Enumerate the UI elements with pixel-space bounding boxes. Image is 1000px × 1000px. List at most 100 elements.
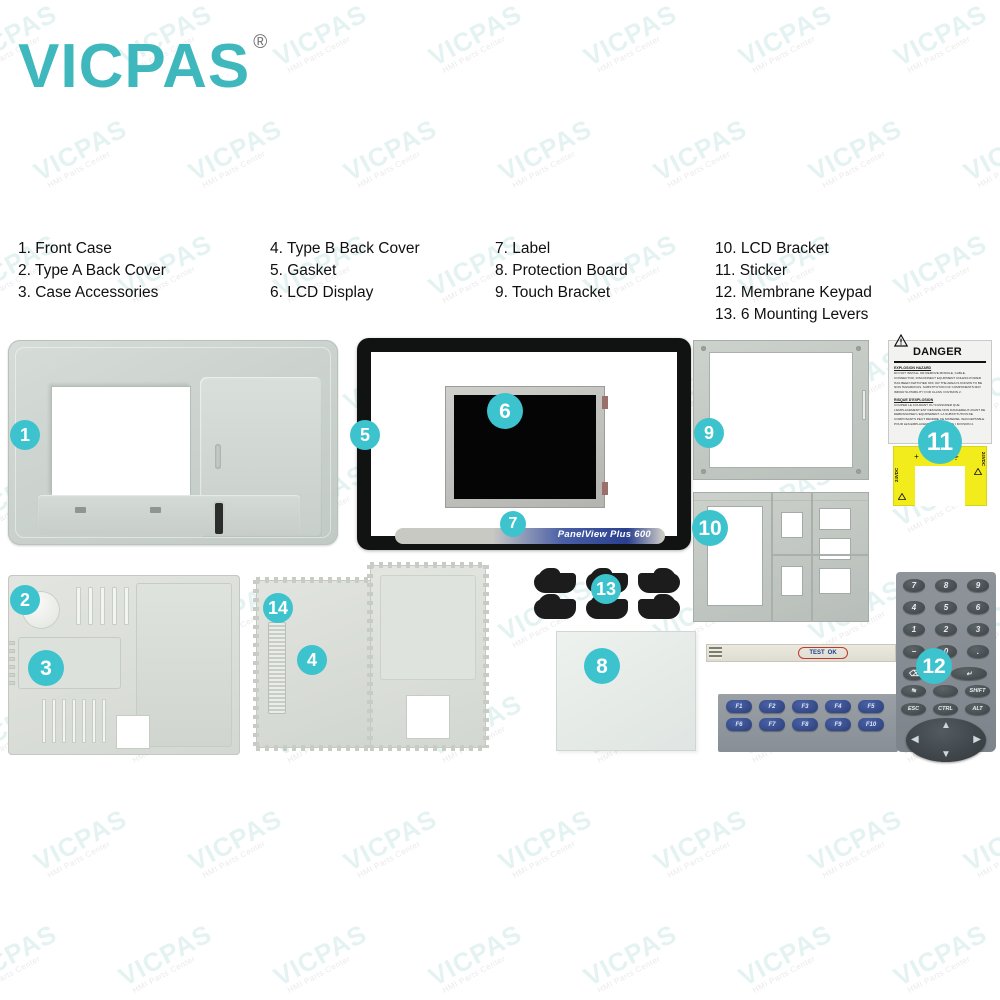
part-protection-board <box>556 631 696 751</box>
back-cover-a-right-panel <box>136 583 232 747</box>
arrow-left-icon[interactable]: ◀ <box>911 734 919 745</box>
key-8[interactable]: 8 <box>935 579 957 592</box>
badge-type-a-back-cover: 2 <box>10 585 40 615</box>
mounting-lever <box>638 599 680 619</box>
watermark-text: VICPAS <box>0 918 62 992</box>
back-cover-a-notch <box>8 681 15 685</box>
lcd-bracket-hole <box>819 538 851 560</box>
arrow-right-icon[interactable]: ▶ <box>973 734 981 745</box>
key-6[interactable]: 6 <box>967 601 989 614</box>
key-decimal[interactable]: . <box>967 645 989 658</box>
watermark-text: VICPAS <box>493 113 597 187</box>
watermark-subtext: HMI Parts Center <box>820 839 887 880</box>
key-3[interactable]: 3 <box>967 623 989 636</box>
key-blank[interactable] <box>933 685 958 697</box>
watermark-subtext: HMI Parts Center <box>510 839 577 880</box>
watermark-text: VICPAS <box>338 113 442 187</box>
back-cover-a-vent <box>102 699 106 743</box>
legend-item: 13. 6 Mounting Levers <box>715 306 869 323</box>
badge-lcd-display: 6 <box>487 393 523 429</box>
watermark-text: VICPAS <box>803 803 907 877</box>
key-f5[interactable]: F5 <box>858 700 884 713</box>
back-cover-b-cutout <box>406 695 450 739</box>
badge-membrane-keypad: 12 <box>916 648 952 684</box>
danger-sticker-heading-en: EXPLOSION HAZARD <box>894 366 932 370</box>
lcd-bracket-hole <box>781 512 803 538</box>
key-f9[interactable]: F9 <box>825 718 851 731</box>
back-cover-a-notch <box>8 649 15 653</box>
watermark-text: VICPAS <box>423 0 527 72</box>
key-f3[interactable]: F3 <box>792 700 818 713</box>
touch-bracket-screw <box>701 469 706 474</box>
legend-item: 10. LCD Bracket <box>715 240 829 257</box>
back-cover-a-vent <box>52 699 56 743</box>
arrow-down-icon[interactable]: ▼ <box>941 749 951 760</box>
legend-item: 11. Sticker <box>715 262 788 279</box>
watermark-text: VICPAS <box>28 803 132 877</box>
key-f10[interactable]: F10 <box>858 718 884 731</box>
lcd-bracket-hole <box>819 568 851 594</box>
watermark-subtext: HMI Parts Center <box>750 954 817 995</box>
key-alt[interactable]: ALT <box>965 703 990 715</box>
watermark-subtext: HMI Parts Center <box>905 954 972 995</box>
legend-item: 12. Membrane Keypad <box>715 284 872 301</box>
key-ctrl[interactable]: CTRL <box>933 703 958 715</box>
back-cover-b-teeth <box>256 745 372 751</box>
back-cover-a-cutout <box>116 715 150 749</box>
watermark-text: VICPAS <box>888 918 992 992</box>
key-9[interactable]: 9 <box>967 579 989 592</box>
key-f1[interactable]: F1 <box>726 700 752 713</box>
lcd-bracket-hole <box>781 566 803 596</box>
front-case-led <box>75 507 86 513</box>
touch-bracket-screw <box>701 346 706 351</box>
gasket-inner-face: PanelView Plus 600 <box>371 352 677 544</box>
part-gasket: PanelView Plus 600 <box>357 338 691 550</box>
key-f8[interactable]: F8 <box>792 718 818 731</box>
key-enter[interactable]: ↵ <box>951 667 987 680</box>
key-7[interactable]: 7 <box>903 579 925 592</box>
part-label-strip: PanelView Plus 600 <box>395 528 665 544</box>
legend-column-4: 10. LCD Bracket 11. Sticker 12. Membrane… <box>715 238 1000 326</box>
yellow-label-left-text: 24VDC <box>894 467 899 482</box>
lcd-bracket-divider <box>771 492 773 622</box>
key-shift[interactable]: SHIFT <box>965 685 990 697</box>
key-f7[interactable]: F7 <box>759 718 785 731</box>
key-f6[interactable]: F6 <box>726 718 752 731</box>
watermark-subtext: HMI Parts Center <box>975 149 1000 190</box>
part-membrane-keypad-function-keys: F1 F2 F3 F4 F5 F6 F7 F8 F9 F10 <box>718 694 898 752</box>
watermark-text: VICPAS <box>958 113 1000 187</box>
back-cover-a-vent <box>42 699 46 743</box>
label-strip-text: PanelView Plus 600 <box>557 529 651 540</box>
key-1[interactable]: 1 <box>903 623 925 636</box>
danger-sticker-title: DANGER <box>913 346 962 358</box>
function-key-row: F6 F7 F8 F9 F10 <box>726 718 890 731</box>
key-f4[interactable]: F4 <box>825 700 851 713</box>
watermark-text: VICPAS <box>648 803 752 877</box>
watermark-subtext: HMI Parts Center <box>45 839 112 880</box>
part-touch-bracket <box>693 340 869 480</box>
part-front-case <box>8 340 338 545</box>
legend-item: 4. Type B Back Cover <box>270 240 420 257</box>
key-2[interactable]: 2 <box>935 623 957 636</box>
watermark-text: VICPAS <box>958 803 1000 877</box>
key-tab[interactable]: ↹ <box>901 685 926 697</box>
key-f2[interactable]: F2 <box>759 700 785 713</box>
mounting-lever <box>534 573 576 593</box>
watermark-subtext: HMI Parts Center <box>905 34 972 75</box>
watermark-subtext: HMI Parts Center <box>130 954 197 995</box>
watermark-text: VICPAS <box>578 0 682 72</box>
back-cover-b-teeth <box>370 745 486 751</box>
key-esc[interactable]: ESC <box>901 703 926 715</box>
legend-item: 2. Type A Back Cover <box>18 262 166 279</box>
key-4[interactable]: 4 <box>903 601 925 614</box>
key-5[interactable]: 5 <box>935 601 957 614</box>
watermark-subtext: HMI Parts Center <box>200 839 267 880</box>
back-cover-a-vent <box>92 699 96 743</box>
directional-pad[interactable]: ▲ ▼ ◀ ▶ <box>906 718 986 762</box>
arrow-up-icon[interactable]: ▲ <box>941 720 951 731</box>
parts-legend: 1. Front Case 2. Type A Back Cover 3. Ca… <box>0 238 1000 326</box>
test-ok-stamp: TEST OK <box>798 647 848 659</box>
back-cover-b-face <box>380 575 476 680</box>
watermark-text: VICPAS <box>578 918 682 992</box>
brand-logo: VICPAS® <box>18 32 267 98</box>
